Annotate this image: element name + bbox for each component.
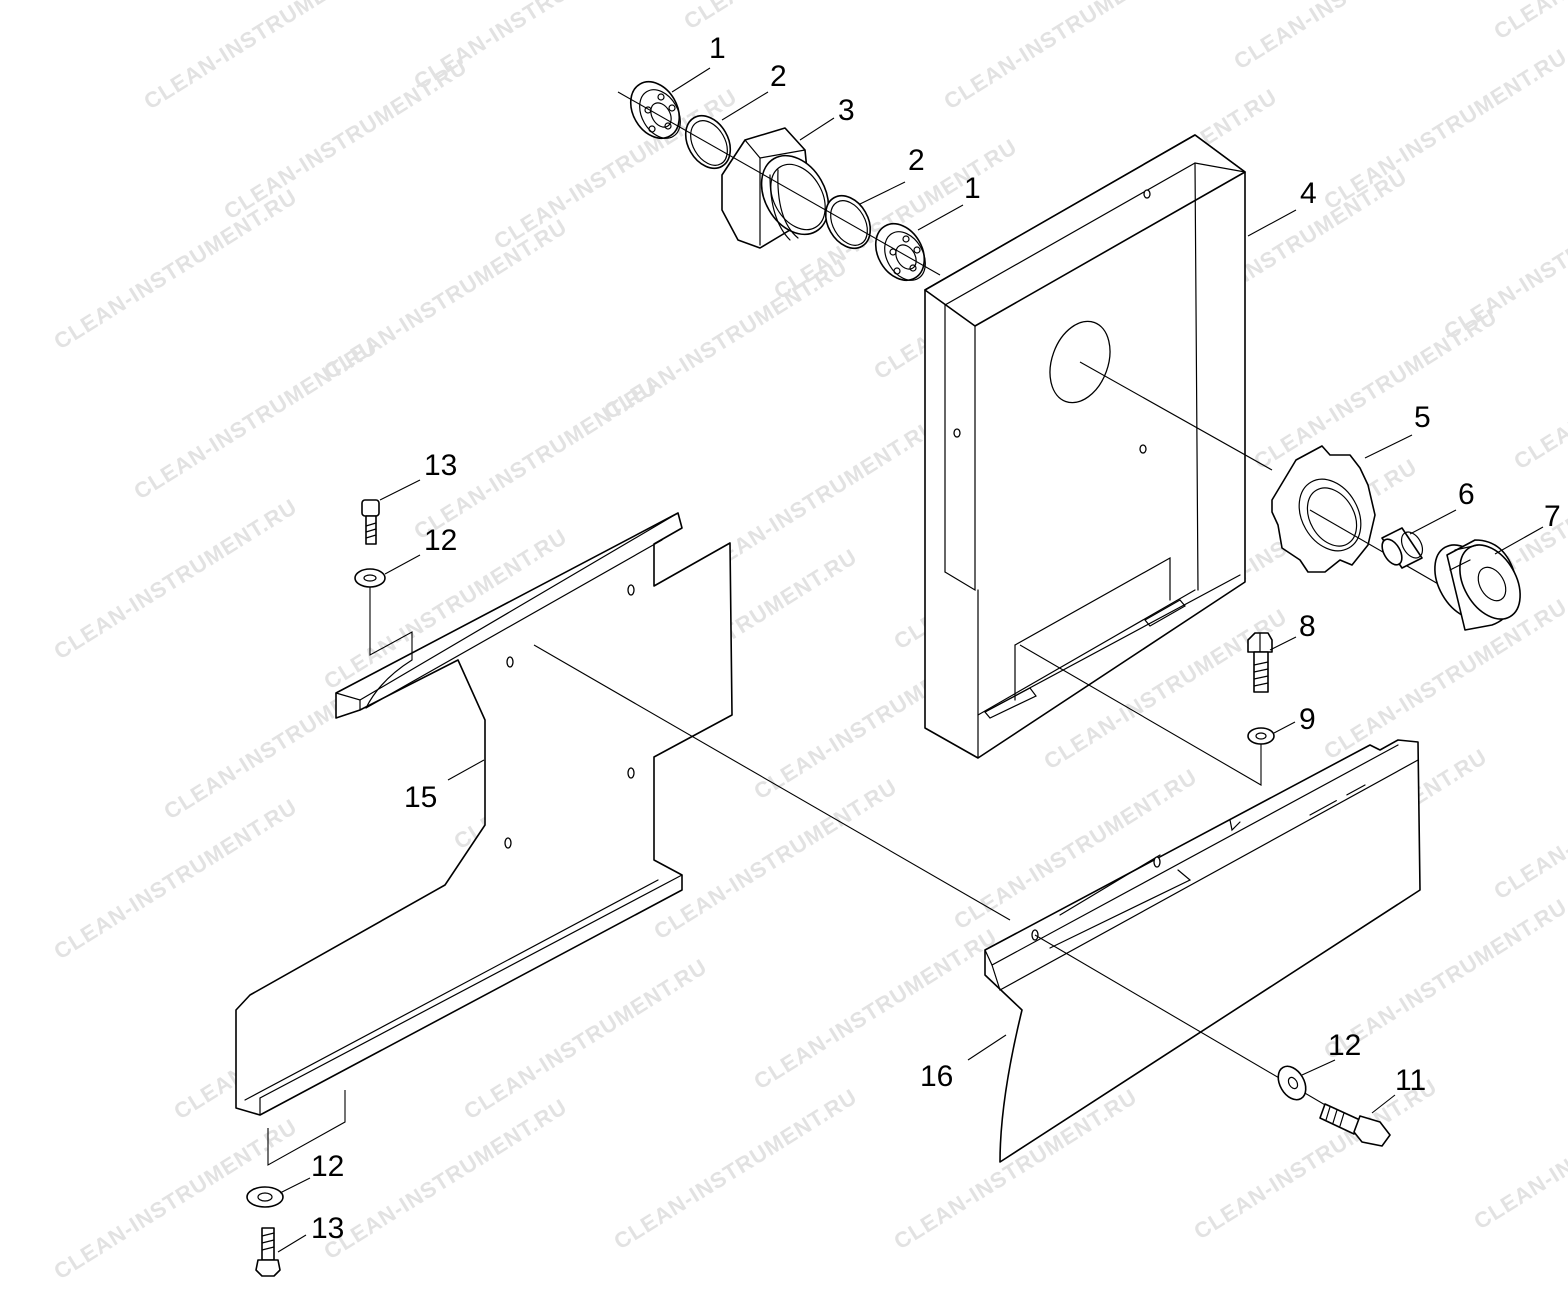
watermark-text: CLEAN-INSTRUMENT.RU: [1249, 304, 1501, 475]
callout-4-housing: 4: [1300, 177, 1317, 210]
callout-6-sleeve: 6: [1458, 478, 1475, 511]
callout-5-ring-nut: 5: [1414, 401, 1431, 434]
watermark-text: CLEAN-INSTRUMENT.RU: [679, 0, 931, 34]
part-12-washer-right: [1277, 1065, 1307, 1101]
part-16-panel: [984, 739, 1421, 1163]
callout-2-upper-ring: 2: [770, 60, 787, 93]
callout-7-knob: 7: [1544, 500, 1561, 533]
callout-1-lower-bearing: 1: [964, 172, 981, 205]
part-13-socket-screw-bottom: [255, 1227, 281, 1277]
watermark-text: CLEAN-INSTRUMENT.RU: [1489, 0, 1568, 44]
part-13-socket-screw-top: [361, 499, 380, 545]
part-2-retaining-ring-lower: [824, 194, 872, 250]
watermark-text: CLEAN-INSTRUMENT.RU: [1489, 734, 1568, 905]
callouts: 1 2 3 2 1 4 5 6 7 8 9 13 12 15 16 12 11 …: [311, 32, 1561, 1245]
part-2-retaining-ring-upper: [684, 114, 732, 170]
watermark-text: CLEAN-INSTRUMENT.RU: [49, 184, 301, 355]
part-8-hex-bolt: [1247, 632, 1273, 693]
part-15-bracket: [235, 512, 733, 1116]
watermark-text: CLEAN-INSTRUMENT.RU: [129, 334, 381, 505]
watermark-text: CLEAN-INSTRUMENT.RU: [1469, 1064, 1568, 1235]
part-12-washer-top: [354, 568, 386, 588]
watermark-text: CLEAN-INSTRUMENT.RU: [319, 1094, 571, 1265]
part-1-bearing-upper: [629, 80, 681, 140]
axis-bottom-screw: [267, 1090, 346, 1166]
watermark-text: CLEAN-INSTRUMENT.RU: [749, 924, 1001, 1095]
watermark-text: CLEAN-INSTRUMENT.RU: [219, 54, 471, 225]
callout-2-lower-ring: 2: [908, 144, 925, 177]
callout-12-bottom-washer: 12: [311, 1150, 344, 1183]
callout-8-bolt: 8: [1299, 610, 1316, 643]
callout-1-upper-bearing: 1: [709, 32, 726, 65]
axis-bearing-stack: [617, 91, 941, 276]
leader-lines: [277, 67, 1544, 1253]
callout-11-screw: 11: [1395, 1064, 1426, 1097]
part-4-housing-frame: [924, 134, 1246, 759]
part-6-sleeve: [1381, 527, 1424, 569]
part-12-washer-bottom: [246, 1186, 284, 1208]
watermark-text: CLEAN-INSTRUMENT.RU: [649, 774, 901, 945]
part-3-threaded-hex-nut: [721, 127, 830, 249]
axis-bolt-to-panel: [1019, 644, 1262, 786]
part-7-knob: [1434, 539, 1521, 631]
axis-bracket-to-panel: [533, 644, 1011, 921]
callout-15-bracket: 15: [404, 781, 437, 814]
part-11-cap-screw: [1319, 1103, 1391, 1147]
part-5-slotted-ring-nut: [1271, 445, 1376, 573]
callout-16-panel: 16: [920, 1060, 953, 1093]
watermark-text: CLEAN-INSTRUMENT.RU: [609, 1084, 861, 1255]
watermark-text: CLEAN-INSTRUMENT.RU: [139, 0, 391, 114]
callout-13-bottom-screw: 13: [311, 1212, 344, 1245]
part-9-washer: [1247, 727, 1275, 745]
callout-9-washer: 9: [1299, 703, 1316, 736]
callout-12-right-washer: 12: [1328, 1029, 1361, 1062]
callout-12-top-washer: 12: [424, 524, 457, 557]
watermark-text: CLEAN-INSTRUMENT.RU: [939, 0, 1191, 114]
watermark-text: CLEAN-INSTRUMENT.RU: [1439, 174, 1568, 345]
callout-13-top-screw: 13: [424, 449, 457, 482]
watermark-text: CLEAN-INSTRUMENT.RU: [49, 494, 301, 665]
axis-ring-to-knob: [1309, 509, 1441, 586]
axis-housing-to-ring: [1079, 361, 1273, 471]
axis-top-screw: [369, 585, 413, 660]
watermark-text: CLEAN-INSTRUMENT.RU: [1509, 304, 1568, 475]
watermark-text: CLEAN-INSTRUMENT.RU: [1319, 594, 1568, 765]
watermark-text: CLEAN-INSTRUMENT.RU: [489, 84, 741, 255]
callout-3-nut: 3: [838, 94, 855, 127]
watermark-text: CLEAN-INSTRUMENT.RU: [1229, 0, 1481, 74]
